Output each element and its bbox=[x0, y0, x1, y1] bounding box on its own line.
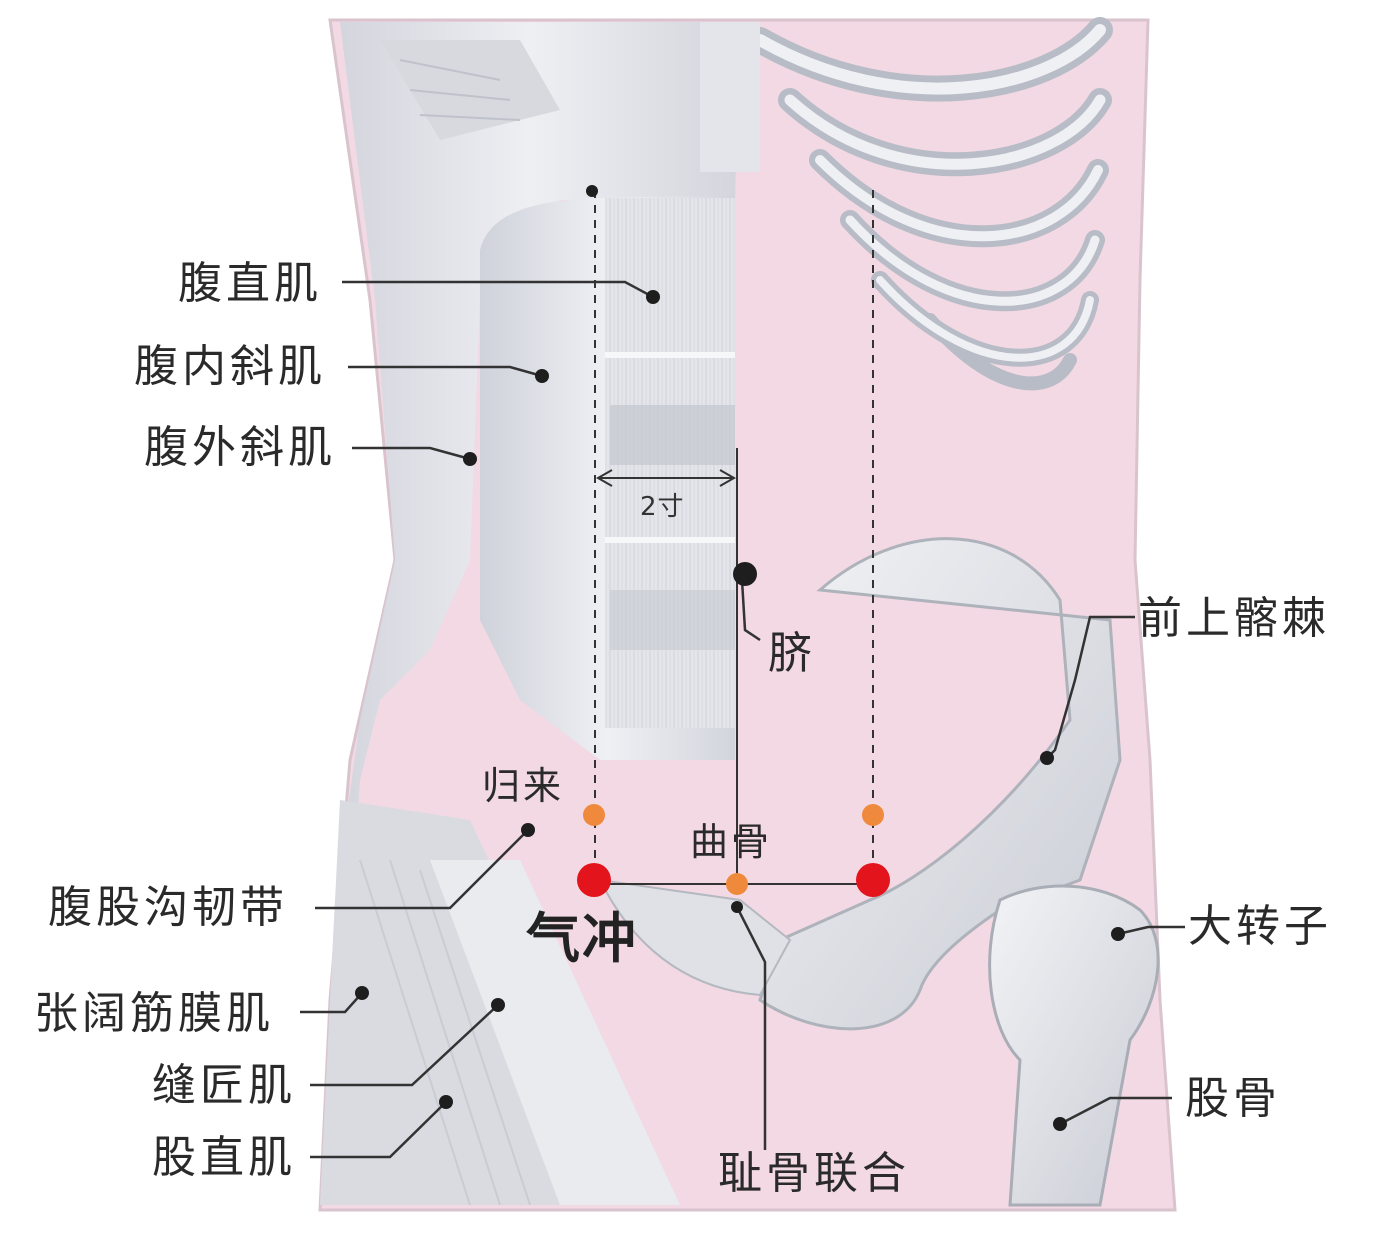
label-greater-trochanter: 大转子 bbox=[1188, 901, 1332, 952]
label-internal-oblique: 腹内斜肌 bbox=[134, 341, 326, 392]
label-qugu: 曲骨 bbox=[690, 820, 773, 864]
label-navel: 脐 bbox=[768, 628, 816, 679]
label-external-oblique: 腹外斜肌 bbox=[144, 422, 336, 473]
label-tensor-fasciae-latae: 张阔筋膜肌 bbox=[34, 988, 274, 1039]
label-distance: 2寸 bbox=[640, 492, 685, 522]
qugu-point bbox=[726, 873, 748, 895]
sternum bbox=[700, 22, 760, 172]
label-inguinal-ligament: 腹股沟韧带 bbox=[48, 882, 288, 933]
navel-marker bbox=[733, 562, 757, 586]
distance-arrow bbox=[595, 469, 737, 487]
qichong-point-left bbox=[577, 863, 611, 897]
qichong-point-right bbox=[856, 863, 890, 897]
guilai-point-left bbox=[583, 804, 605, 826]
leader-markers bbox=[355, 185, 1125, 1131]
label-pubic-symphysis: 耻骨联合 bbox=[718, 1148, 910, 1199]
left-muscle-mass bbox=[320, 22, 740, 1205]
acupoints bbox=[577, 804, 890, 897]
leader-lines bbox=[300, 280, 1185, 1159]
label-rectus-femoris: 股直肌 bbox=[152, 1132, 296, 1183]
label-rectus-abdominis: 腹直肌 bbox=[178, 258, 322, 309]
label-guilai: 归来 bbox=[482, 764, 565, 808]
rib-highlights bbox=[754, 24, 1106, 362]
femur-bone bbox=[988, 884, 1160, 1207]
label-femur: 股骨 bbox=[1185, 1073, 1281, 1124]
thigh-muscles bbox=[320, 800, 680, 1206]
label-asis: 前上髂棘 bbox=[1138, 593, 1330, 644]
guilai-point-right bbox=[862, 804, 884, 826]
label-sartorius: 缝匠肌 bbox=[152, 1060, 296, 1111]
label-qichong: 气冲 bbox=[526, 907, 638, 970]
